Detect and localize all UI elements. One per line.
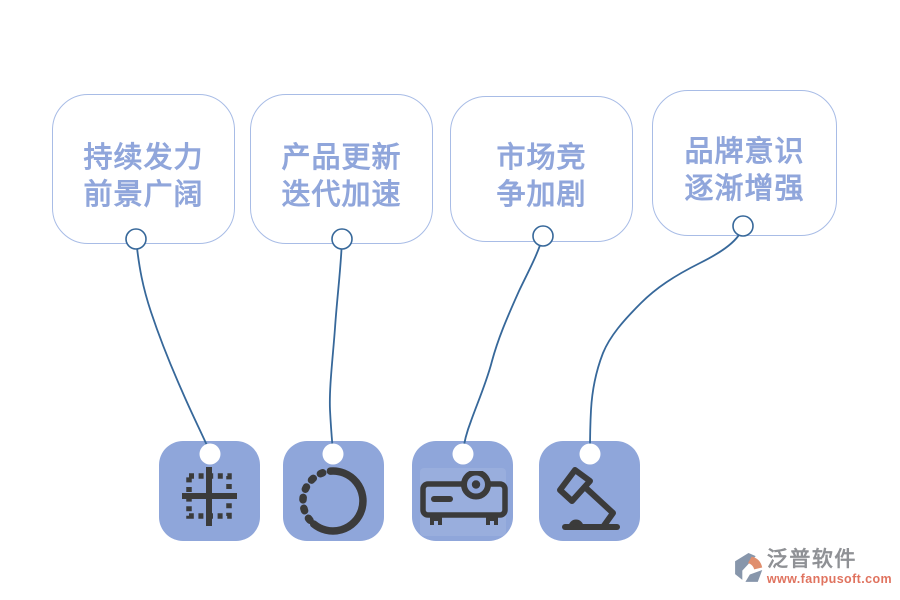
connector-line-2: [328, 238, 343, 453]
icon-tile-1: [159, 441, 260, 541]
feature-card-3: 市场竞 争加剧: [450, 96, 633, 242]
watermark: 泛普软件 www.fanpusoft.com: [732, 548, 892, 591]
brand-logo-icon: [732, 551, 765, 591]
card-4-line-1: 品牌意识: [684, 136, 805, 168]
card-3-line-2: 争加剧: [496, 179, 587, 211]
dashed-progress-circle-icon: [295, 463, 371, 539]
icon-tile-3: [412, 441, 513, 541]
card-2-line-2: 迭代加速: [281, 179, 402, 211]
icon-tile-4: [539, 441, 640, 541]
card-1-line-1: 持续发力: [83, 142, 204, 174]
brand-name: 泛普软件: [766, 548, 857, 571]
feature-card-1: 持续发力 前景广阔: [52, 94, 235, 244]
connector-line-1: [135, 238, 211, 453]
feature-card-2: 产品更新 迭代加速: [250, 94, 433, 244]
dashed-grid-cross-icon: [177, 464, 241, 528]
brand-url: www.fanpusoft.com: [766, 572, 892, 586]
projector-icon: [420, 469, 508, 529]
card-2-line-1: 产品更新: [281, 142, 402, 174]
icon-tile-2: [283, 441, 384, 541]
card-3-line-1: 市场竞: [496, 142, 587, 174]
card-4-line-2: 逐渐增强: [684, 173, 805, 205]
feature-card-4: 品牌意识 逐渐增强: [652, 90, 837, 236]
connector-line-4: [589, 225, 744, 453]
connector-line-3: [462, 235, 544, 453]
desk-lamp-icon: [551, 459, 627, 535]
card-1-line-2: 前景广阔: [83, 179, 204, 211]
